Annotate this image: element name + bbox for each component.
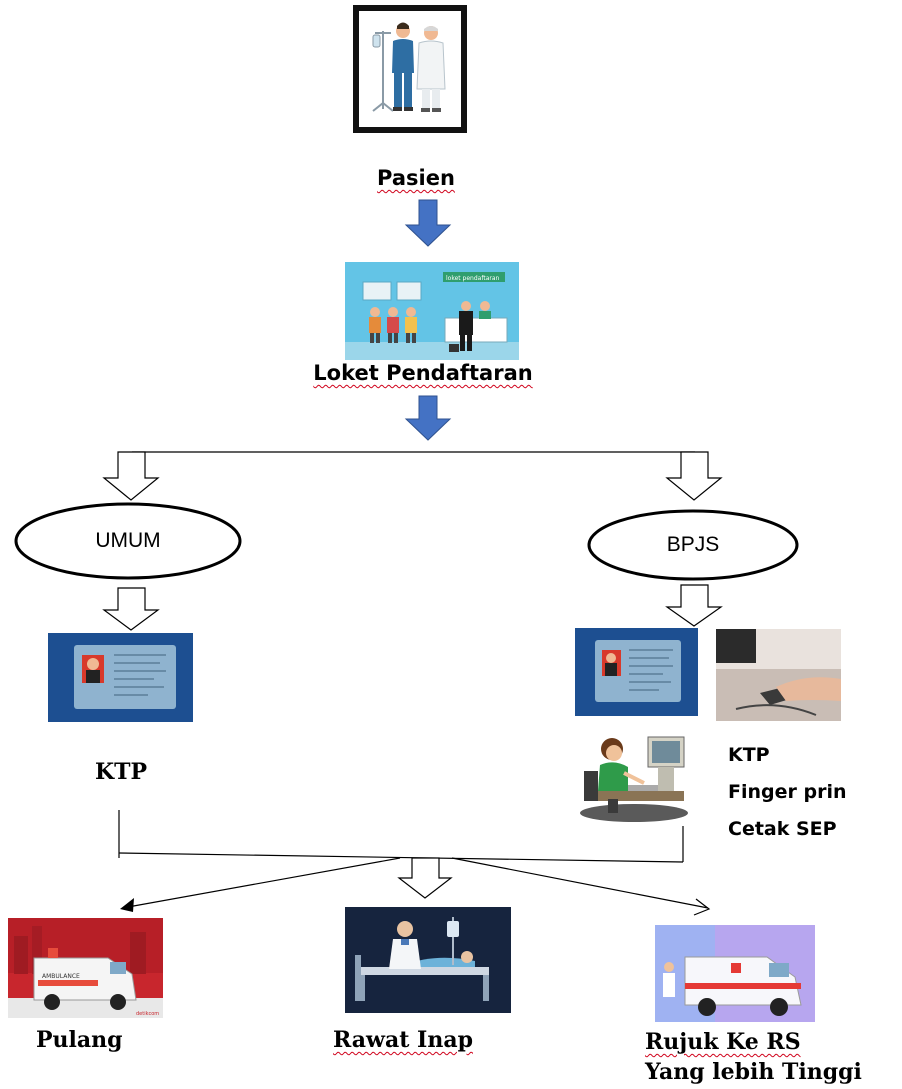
- umum-label: UMUM: [95, 529, 161, 552]
- hollow-arrow-umum-2: [102, 587, 160, 631]
- arrow-to-pulang: [127, 857, 401, 908]
- ambulance-text-pulang: AMBULANCE: [42, 973, 80, 980]
- pulang-ambulance-picture: AMBULANCE detikcom: [8, 918, 163, 1018]
- bpjs-req-ktp: KTP: [728, 744, 770, 766]
- bpjs-label: BPJS: [666, 533, 720, 556]
- merge-horizontal: [118, 852, 684, 863]
- oval-umum: [14, 502, 242, 580]
- oval-bpjs: [587, 509, 799, 581]
- hollow-arrow-rawat: [397, 857, 453, 899]
- loket-label: Loket Pendaftaran: [313, 361, 533, 385]
- arrow-to-rujuk: [451, 857, 709, 909]
- hollow-arrow-umum: [102, 451, 160, 501]
- rujuk-label: Rujuk Ke RS Yang lebih Tinggi: [645, 1027, 862, 1087]
- pulang-label: Pulang: [36, 1027, 123, 1053]
- umum-ktp-card: [48, 633, 193, 722]
- fingerprint-photo: [716, 629, 841, 721]
- loket-sign-text: loket pendaftaran: [446, 275, 500, 282]
- blue-arrow-down-1: [404, 199, 452, 247]
- hollow-arrow-bpjs-2: [665, 584, 723, 627]
- umum-ktp-label: KTP: [95, 759, 148, 785]
- blue-arrow-down-2: [404, 395, 452, 441]
- rujuk-label-line2: Yang lebih Tinggi: [645, 1059, 862, 1085]
- pasien-label: Pasien: [377, 166, 455, 190]
- bpjs-ktp-card: [575, 628, 698, 716]
- rawat-inap-picture: [345, 907, 511, 1013]
- rawat-inap-label: Rawat Inap: [333, 1027, 473, 1053]
- loket-picture: loket pendaftaran: [345, 262, 519, 360]
- operator-clipart: [578, 727, 692, 823]
- bpjs-req-sep: Cetak SEP: [728, 818, 837, 840]
- bpjs-req-finger: Finger prin: [728, 781, 847, 803]
- pasien-picture: [353, 5, 467, 133]
- bpjs-requirements: KTP Finger prin Cetak SEP: [728, 744, 847, 841]
- detikcom-watermark: detikcom: [136, 1011, 159, 1017]
- rujuk-ambulance-picture: [655, 925, 815, 1022]
- rujuk-label-line1: Rujuk Ke RS: [645, 1029, 801, 1055]
- hollow-arrow-bpjs: [665, 451, 723, 501]
